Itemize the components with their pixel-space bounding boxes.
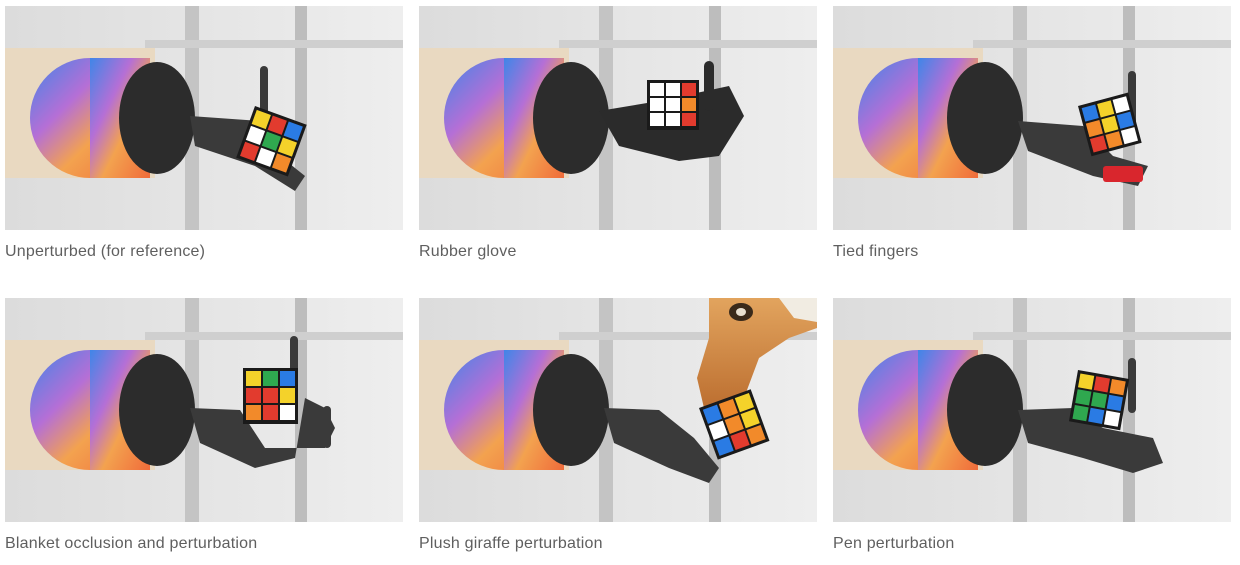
caption: Rubber glove xyxy=(419,243,517,260)
grid-item-giraffe: Plush giraffe perturbation xyxy=(419,298,817,552)
robot-hand-rubiks-cube-photo xyxy=(5,6,403,230)
robot-hand-tied-fingers-photo xyxy=(833,6,1231,230)
caption: Plush giraffe perturbation xyxy=(419,535,603,552)
robot-hand-giraffe-photo xyxy=(419,298,817,522)
caption: Unperturbed (for reference) xyxy=(5,243,206,260)
caption: Blanket occlusion and perturbation xyxy=(5,535,258,552)
caption: Pen perturbation xyxy=(833,535,955,552)
grid-item-tied-fingers: Tied fingers xyxy=(833,6,1231,260)
robot-hand-rubber-glove-photo xyxy=(419,6,817,230)
robot-hand-pen-photo xyxy=(833,298,1231,522)
caption: Tied fingers xyxy=(833,243,919,260)
grid-item-rubber-glove: Rubber glove xyxy=(419,6,817,260)
grid-item-pen: Pen perturbation xyxy=(833,298,1231,552)
grid-item-blanket: Blanket occlusion and perturbation xyxy=(5,298,403,552)
robot-hand-blanket-photo xyxy=(5,298,403,522)
grid-item-unperturbed: Unperturbed (for reference) xyxy=(5,6,403,260)
